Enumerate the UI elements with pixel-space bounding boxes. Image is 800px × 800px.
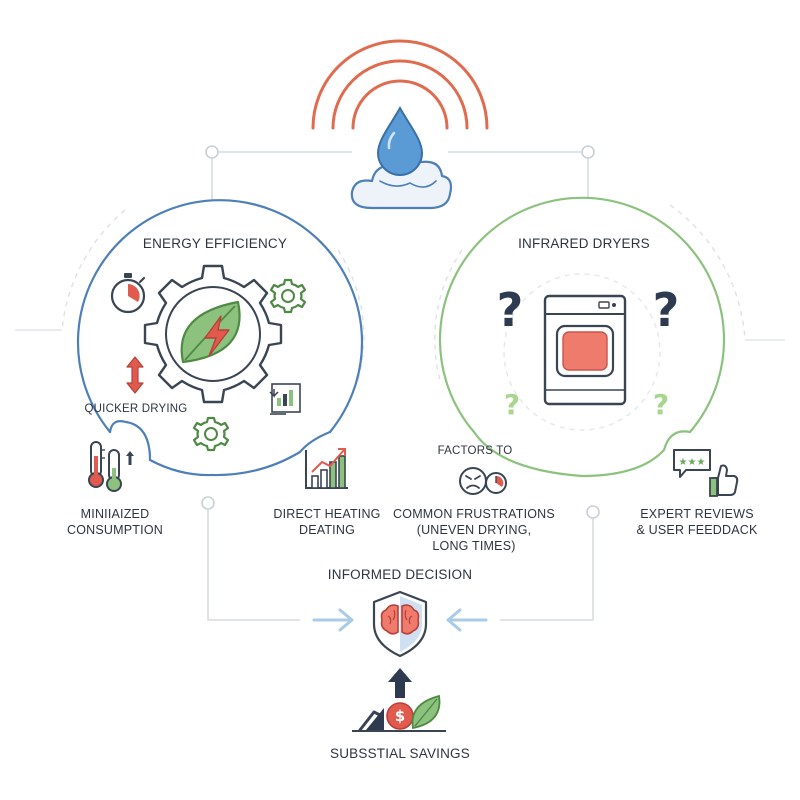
bar-chart-icon	[305, 448, 348, 489]
expert-reviews-line2: & USER FEEDDACK	[636, 523, 758, 537]
connector-node	[201, 496, 215, 510]
frustrations-line1: COMMON FRUSTRATIONS	[393, 507, 555, 521]
dollar-coin-icon: $	[386, 702, 414, 730]
leaf-icon	[411, 694, 441, 730]
savings-icon	[352, 708, 446, 732]
arrow-left-icon	[446, 608, 488, 632]
thermometer-icon	[88, 441, 105, 488]
connector-node	[205, 145, 219, 159]
minimized-consumption-line2: CONSUMPTION	[67, 523, 163, 537]
quicker-drying-label: QUICKER DRYING	[85, 403, 188, 415]
bar-chart-icon	[269, 383, 301, 415]
energy-efficiency-panel	[76, 199, 364, 477]
bottom-connectors	[207, 508, 594, 621]
background-arcs	[61, 204, 746, 381]
arrow-right-icon	[312, 608, 354, 632]
background-lines	[15, 329, 785, 341]
arrow-up-icon	[388, 668, 412, 698]
frustrations-line3: LONG TIMES)	[432, 539, 515, 553]
connector-node	[581, 145, 595, 159]
dryer-icon	[543, 294, 627, 406]
lightning-icon	[204, 315, 230, 357]
gear-icon	[269, 278, 307, 314]
stopwatch-icon	[110, 273, 146, 314]
direct-heating-line1: DIRECT HEATING	[273, 507, 380, 521]
signal-wave-icon	[311, 39, 489, 130]
question-mark-icon: ?	[504, 388, 520, 421]
informed-decision-label: INFORMED DECISION	[328, 567, 472, 582]
question-mark-icon: ?	[497, 283, 524, 337]
arrow-up-icon	[126, 451, 134, 465]
review-bubble-icon: ★★★	[673, 449, 711, 478]
frustrated-face-icon	[459, 467, 487, 495]
question-mark-icon: ?	[653, 283, 680, 337]
brain-icon	[380, 604, 420, 635]
top-connectors	[211, 151, 589, 200]
clock-icon	[485, 472, 507, 494]
frustrations-line2: (UNEVEN DRYING,	[417, 523, 532, 537]
factors-to-label: FACTORS TO	[438, 445, 513, 457]
direct-heating-line2: DEATING	[299, 523, 355, 537]
question-mark-icon: ?	[653, 388, 669, 421]
infrared-dryers-title: INFRARED DRYERS	[518, 236, 650, 251]
thermometer-icon	[106, 449, 122, 492]
infrared-dryers-panel	[438, 196, 726, 478]
connector-node	[586, 505, 600, 519]
svg-text:★★★: ★★★	[679, 457, 706, 468]
minimized-consumption-line1: MINIIAIZED	[81, 507, 150, 521]
thumbs-up-icon	[709, 464, 739, 497]
water-drop-icon	[376, 105, 424, 176]
substantial-savings-label: SUBSSTIAL SAVINGS	[330, 746, 470, 761]
svg-text:$: $	[395, 707, 405, 725]
gear-icon	[192, 416, 230, 452]
expert-reviews-line1: EXPERT REVIEWS	[640, 507, 753, 521]
up-down-arrow-icon	[126, 356, 144, 394]
energy-efficiency-title: ENERGY EFFICIENCY	[143, 236, 287, 251]
